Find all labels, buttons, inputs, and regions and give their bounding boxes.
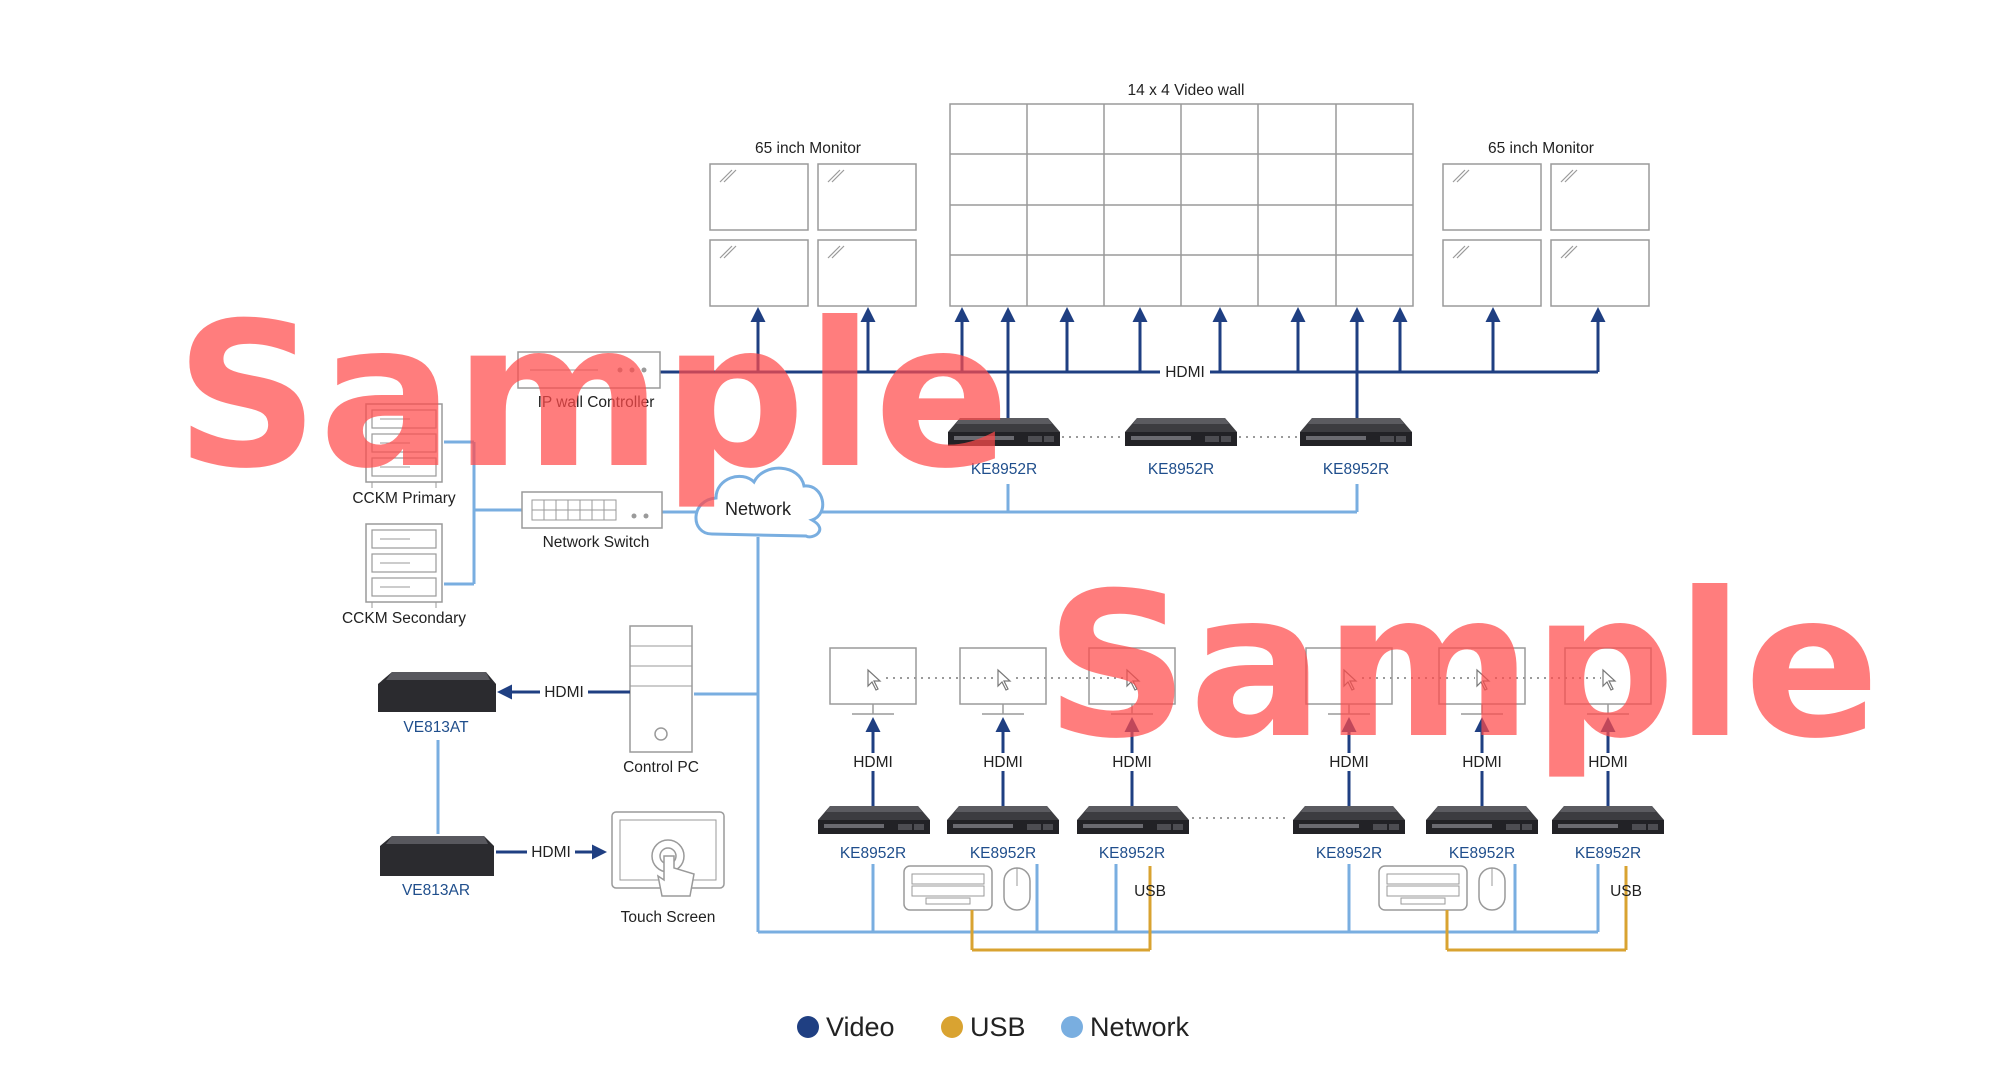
- cckm-secondary-server: [365, 523, 443, 609]
- receiver-bottom-6: [1552, 806, 1664, 834]
- receiver-top-2-label: KE8952R: [1148, 461, 1214, 478]
- receiver-bottom-4: [1293, 806, 1405, 834]
- receiver-bottom-1: [818, 806, 930, 834]
- svg-text:HDMI: HDMI: [1588, 754, 1628, 771]
- receiver-bottom-5-label: KE8952R: [1449, 845, 1515, 862]
- hdmi-label-transmitter: HDMI: [544, 684, 584, 701]
- control-pc-label: Control PC: [623, 759, 699, 776]
- usb-lines: [970, 866, 1628, 952]
- ip-wall-controller-label: IP wall Controller: [538, 394, 655, 411]
- receiver-bottom-4-label: KE8952R: [1316, 845, 1382, 862]
- receiver-top-3: [1300, 418, 1412, 446]
- legend-network-label: Network: [1090, 1012, 1190, 1042]
- monitor-right-label: 65 inch Monitor: [1488, 140, 1594, 157]
- legend: Video USB Network: [797, 1012, 1190, 1042]
- watermark-bottom: Sample: [1045, 550, 1880, 783]
- network-lines-bottom: [871, 864, 1600, 932]
- legend-video-label: Video: [826, 1012, 895, 1042]
- video-wall: [949, 103, 1414, 307]
- keyboard-mouse-right: [1378, 865, 1506, 911]
- receiver-bottom-3-label: KE8952R: [1099, 845, 1165, 862]
- receiver-bottom-2-label: KE8952R: [970, 845, 1036, 862]
- network-switch: [521, 491, 663, 529]
- usb-label-right: USB: [1610, 883, 1642, 900]
- receiver-top-3-label: KE8952R: [1323, 461, 1389, 478]
- touch-screen: [611, 811, 725, 897]
- svg-text:HDMI: HDMI: [983, 754, 1023, 771]
- cckm-primary-label: CCKM Primary: [352, 490, 456, 507]
- receiver-bottom-3: [1077, 806, 1189, 834]
- hdmi-bus-label: HDMI: [1165, 364, 1205, 381]
- legend-network-dot: [1061, 1016, 1083, 1038]
- network-switch-label: Network Switch: [543, 534, 650, 551]
- receiver-bottom-5: [1426, 806, 1538, 834]
- legend-usb-label: USB: [970, 1012, 1026, 1042]
- video-wall-label: 14 x 4 Video wall: [1128, 82, 1245, 99]
- svg-text:HDMI: HDMI: [1112, 754, 1152, 771]
- monitor-group-right: [1442, 163, 1650, 307]
- network-cloud: [694, 466, 825, 539]
- svg-text:HDMI: HDMI: [1462, 754, 1502, 771]
- ve813at-transmitter: [378, 672, 496, 712]
- keyboard-mouse-left: [903, 865, 1031, 911]
- monitor-left-label: 65 inch Monitor: [755, 140, 861, 157]
- hdmi-bus-top: [660, 307, 1606, 418]
- touch-screen-label: Touch Screen: [621, 909, 716, 926]
- receiver-bottom-1-label: KE8952R: [840, 845, 906, 862]
- svg-text:HDMI: HDMI: [1329, 754, 1369, 771]
- watermark-top: Sample: [175, 280, 1010, 513]
- receiver-bottom-6-label: KE8952R: [1575, 845, 1641, 862]
- receiver-top-1-label: KE8952R: [971, 461, 1037, 478]
- legend-video-dot: [797, 1016, 819, 1038]
- ve813ar-label: VE813AR: [402, 882, 470, 899]
- ip-wall-controller: [517, 351, 661, 389]
- network-lines-top: [444, 440, 1598, 934]
- network-cloud-label: Network: [725, 499, 792, 519]
- ve813ar-receiver: [380, 836, 494, 876]
- hdmi-labels-bottom: HDMI HDMI HDMI HDMI HDMI HDMI: [849, 753, 1632, 771]
- ve813at-label: VE813AT: [403, 719, 469, 736]
- cckm-secondary-label: CCKM Secondary: [342, 610, 466, 627]
- usb-label-left: USB: [1134, 883, 1166, 900]
- svg-text:HDMI: HDMI: [853, 754, 893, 771]
- control-pc: [629, 625, 693, 753]
- hdmi-label-touchscreen: HDMI: [531, 844, 571, 861]
- receiver-bottom-2: [947, 806, 1059, 834]
- receiver-top-2: [1125, 418, 1237, 446]
- legend-usb-dot: [941, 1016, 963, 1038]
